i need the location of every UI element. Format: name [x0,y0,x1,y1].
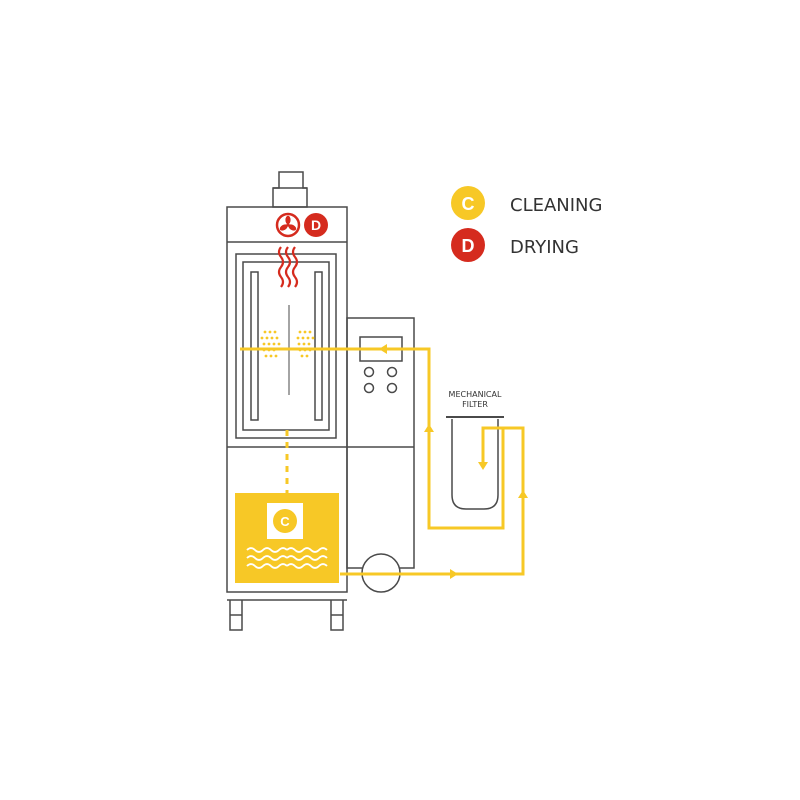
filter-housing [451,419,499,510]
legend-item-drying: D DRYING [451,228,579,262]
drying-unit: D [275,212,328,288]
exhaust-chimney [272,171,308,208]
drying-badge-icon [451,228,485,262]
flow-arrow-bottom [450,569,458,579]
flow-arrow-to-display [379,344,387,354]
tank-badge-icon [273,509,297,533]
control-knob-4 [386,382,398,394]
flow-pipe-pump-to-filter [340,426,525,576]
tank-waves [246,547,328,569]
flow-arrow-filter-down [478,462,488,470]
legend: C CLEANING D DRYING [451,186,602,262]
cleaning-label: CLEANING [510,195,602,216]
filter-label: MECHANICAL FILTER [449,390,502,409]
control-knob-3 [363,382,375,394]
legend-item-cleaning: C CLEANING [451,186,602,220]
top-drying-badge-letter: D [311,217,321,233]
heat-waves-icon [277,246,299,288]
spray-nozzles [260,330,315,358]
door-handle-left [250,271,259,421]
tank-badge-letter: C [280,514,290,529]
cleaning-badge-letter: C [462,194,475,214]
flow-arrow-left-up [424,424,434,432]
filter-label-line2: FILTER [462,400,488,409]
flow-pipe-filter-to-nozzles [240,347,505,530]
control-knob-2 [386,366,398,378]
cleaning-flow [240,347,525,576]
spray-dots-left [260,330,281,358]
flow-arrows [379,344,528,579]
drying-label: DRYING [510,237,579,258]
flow-arrow-right-up [518,490,528,498]
filter-label-line1: MECHANICAL [449,390,502,399]
side-cabinet [346,317,415,569]
fan-icon [275,212,301,238]
cleaning-tank: C [235,493,339,583]
spray-dots-right [296,330,315,358]
upper-door-window [242,261,330,431]
door-handle-right [314,271,323,421]
cleaning-badge-icon [451,186,485,220]
drying-badge-letter: D [462,236,475,256]
top-drying-badge-icon [304,213,328,237]
control-knob-1 [363,366,375,378]
